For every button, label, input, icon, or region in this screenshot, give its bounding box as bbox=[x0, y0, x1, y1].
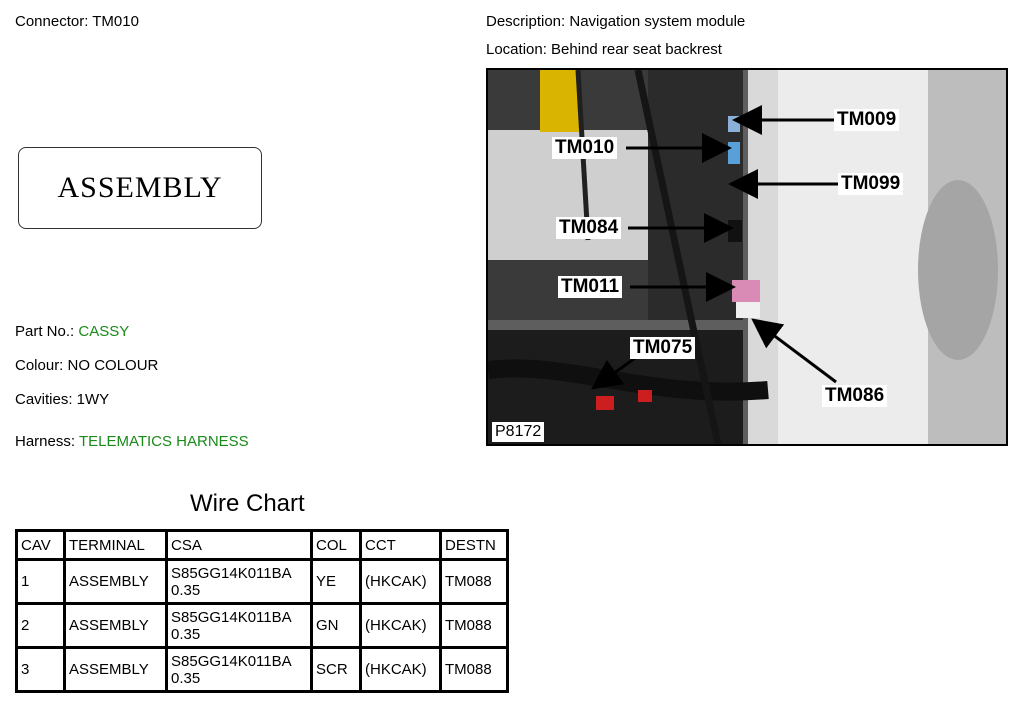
header-terminal: TERMINAL bbox=[63, 529, 168, 561]
cell-terminal: ASSEMBLY bbox=[63, 646, 168, 693]
assembly-graphic: ASSEMBLY bbox=[18, 147, 262, 229]
callout-tm086: TM086 bbox=[822, 385, 888, 407]
csa-part: S85GG14K011BA bbox=[171, 564, 292, 582]
csa-size: 0.35 bbox=[171, 669, 201, 687]
wire-chart-table: CAV TERMINAL CSA COL CCT DESTN 1 ASSEMBL… bbox=[15, 529, 509, 693]
csa-part: S85GG14K011BA bbox=[171, 652, 292, 670]
wire-chart-title: Wire Chart bbox=[190, 490, 305, 517]
part-no-value: CASSY bbox=[78, 323, 130, 340]
part-no-row: Part No.: CASSY bbox=[15, 323, 129, 340]
description-label: Description: Navigation system module bbox=[486, 13, 746, 30]
cell-cav: 3 bbox=[15, 646, 66, 693]
cavities-label: Cavities: 1WY bbox=[15, 391, 110, 408]
callout-tm011: TM011 bbox=[558, 276, 623, 298]
cell-cct: (HKCAK) bbox=[359, 602, 442, 649]
part-no-label: Part No.: bbox=[15, 323, 75, 340]
table-header-row: CAV TERMINAL CSA COL CCT DESTN bbox=[15, 529, 509, 561]
cell-cct: (HKCAK) bbox=[359, 646, 442, 693]
header-cct: CCT bbox=[359, 529, 442, 561]
cell-destn: TM088 bbox=[439, 558, 509, 605]
csa-size: 0.35 bbox=[171, 581, 201, 599]
location-photo: TM009 TM010 TM099 TM084 TM011 TM075 TM08… bbox=[486, 68, 1008, 446]
cell-destn: TM088 bbox=[439, 646, 509, 693]
colour-label: Colour: NO COLOUR bbox=[15, 357, 159, 374]
callout-tm010: TM010 bbox=[552, 137, 618, 159]
cell-col: SCR bbox=[310, 646, 362, 693]
cell-cct: (HKCAK) bbox=[359, 558, 442, 605]
connector-label: Connector: TM010 bbox=[15, 13, 139, 30]
callout-tm075: TM075 bbox=[630, 337, 696, 359]
cell-cav: 2 bbox=[15, 602, 66, 649]
csa-part: S85GG14K011BA bbox=[171, 608, 292, 626]
header-destn: DESTN bbox=[439, 529, 509, 561]
callout-tm084: TM084 bbox=[556, 217, 622, 239]
photo-id-label: P8172 bbox=[492, 422, 545, 442]
header-csa: CSA bbox=[165, 529, 313, 561]
cell-cav: 1 bbox=[15, 558, 66, 605]
cell-col: GN bbox=[310, 602, 362, 649]
harness-row: Harness: TELEMATICS HARNESS bbox=[15, 433, 249, 450]
header-col: COL bbox=[310, 529, 362, 561]
assembly-text: ASSEMBLY bbox=[57, 171, 223, 204]
header-cav: CAV bbox=[15, 529, 66, 561]
callout-tm009: TM009 bbox=[834, 109, 900, 131]
cell-terminal: ASSEMBLY bbox=[63, 558, 168, 605]
callout-tm099: TM099 bbox=[838, 173, 904, 195]
csa-size: 0.35 bbox=[171, 625, 201, 643]
harness-label: Harness: bbox=[15, 433, 76, 450]
cell-terminal: ASSEMBLY bbox=[63, 602, 168, 649]
cell-destn: TM088 bbox=[439, 602, 509, 649]
location-label: Location: Behind rear seat backrest bbox=[486, 41, 722, 58]
photo-illustration bbox=[488, 70, 1006, 444]
harness-value: TELEMATICS HARNESS bbox=[78, 433, 249, 450]
cell-col: YE bbox=[310, 558, 362, 605]
